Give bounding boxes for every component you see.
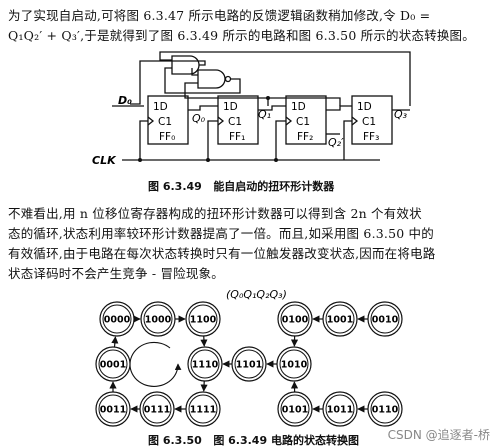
state-node-0011: 0011 [96,392,130,426]
state-node-1100: 1100 [186,302,220,336]
figure-caption-1: 图 6.3.49 能自启动的扭环形计数器 [148,178,334,194]
ff0-c-label: C1 [158,116,172,128]
ff2-d-label: 1D [291,101,306,113]
state-node-0010: 0010 [368,302,402,336]
nand-gate-lower [198,70,225,88]
label-q0: Q₀ [192,112,206,125]
state-label: 0011 [100,405,126,416]
state-node-1011: 1011 [323,392,357,426]
paragraph-1: 为了实现自启动,可将图 6.3.47 所示电路的反馈逻辑函数稍加修改,令 D₀ … [8,6,492,46]
ff3-d-label: 1D [357,101,372,113]
state-node-1111: 1111 [186,392,220,426]
state-node-1001: 1001 [323,302,357,336]
state-node-0111: 0111 [140,392,174,426]
and-gate-upper [172,56,199,74]
state-node-1110: 1110 [188,347,222,381]
state-label: 1111 [190,405,216,416]
state-label: 1011 [327,405,353,416]
state-label: 0111 [144,405,170,416]
paragraph-2-line-2: 态的循环,状态利用率较环形计数器提高了一倍。而且,如采用图 6.3.50 中的 [8,226,434,241]
state-diagram: (Q₀Q₁Q₂Q₃) 0000 1000 1100 0001 1110 0011 0111 1… [0,286,498,431]
state-diagram-header: (Q₀Q₁Q₂Q₃) [226,288,287,301]
paragraph-1-line-1: 为了实现自启动,可将图 6.3.47 所示电路的反馈逻辑函数稍加修改,令 D₀ … [8,8,430,23]
state-node-0001: 0001 [96,347,130,381]
label-clk: CLK [92,154,117,167]
ff1-d-label: 1D [223,101,238,113]
caption-2-text: 图 6.3.49 电路的状态转换图 [213,434,359,447]
figure-caption-2: 图 6.3.50 图 6.3.49 电路的状态转换图 [148,432,359,448]
cycle-arrow [130,342,178,386]
watermark: CSDN @追逐者-桥 [388,426,490,443]
state-node-1101: 1101 [232,347,266,381]
ff1-name: FF₁ [229,131,245,143]
ff1-c-label: C1 [228,116,242,128]
paragraph-2: 不难看出,用 n 位移位寄存器构成的扭环形计数器可以得到含 2n 个有效状 态的… [8,204,492,284]
caption-1-text: 能自启动的扭环形计数器 [213,180,334,193]
state-label: 0010 [372,315,399,326]
state-node-1000: 1000 [141,302,175,336]
state-label: 0110 [372,405,399,416]
label-q2-prime: Q₂′ [328,136,344,149]
paragraph-2-line-4: 状态译码时不会产生竞争 - 冒险现象。 [8,266,224,281]
label-q1: Q₁ [258,108,271,121]
paragraph-2-line-1: 不难看出,用 n 位移位寄存器构成的扭环形计数器可以得到含 2n 个有效状 [8,206,422,221]
state-node-1010: 1010 [277,347,311,381]
ff0-d-label: 1D [153,101,168,113]
ff2-name: FF₂ [297,131,313,143]
state-node-0100: 0100 [278,302,312,336]
ff3-name: FF₃ [363,131,379,143]
ff0-name: FF₀ [159,131,175,143]
transition-0001-to-0000 [115,337,116,347]
caption-1-number: 图 6.3.49 [148,180,202,193]
state-node-0110: 0110 [368,392,402,426]
state-label: 0101 [282,405,308,416]
state-label: 1010 [281,360,308,371]
ff2-c-label: C1 [296,116,310,128]
state-label: 1100 [190,315,217,326]
state-label: 0100 [282,315,309,326]
state-label: 1001 [327,315,353,326]
state-node-0101: 0101 [278,392,312,426]
label-q3: Q₃ [394,108,408,121]
state-label: 1000 [145,315,172,326]
state-label: 1101 [236,360,262,371]
state-node-0000: 0000 [100,302,134,336]
paragraph-1-line-2: Q₁Q₂′ + Q₃′,于是就得到了图 6.3.49 所示的电路和图 6.3.5… [8,28,475,43]
circuit-diagram: D₀ CLK Q₀ Q₁ Q₂′ Q₃ 1D C1 FF₀ 1D C1 FF₁ … [0,48,498,178]
state-label: 0001 [100,360,126,371]
state-label: 1110 [192,360,219,371]
state-label: 0000 [104,315,131,326]
label-d0: D₀ [118,94,132,107]
caption-2-number: 图 6.3.50 [148,434,202,447]
paragraph-2-line-3: 有效循环,由于电路在每次状态转换时只有一位触发器改变状态,因而在将电路 [8,246,435,261]
ff3-c-label: C1 [362,116,376,128]
